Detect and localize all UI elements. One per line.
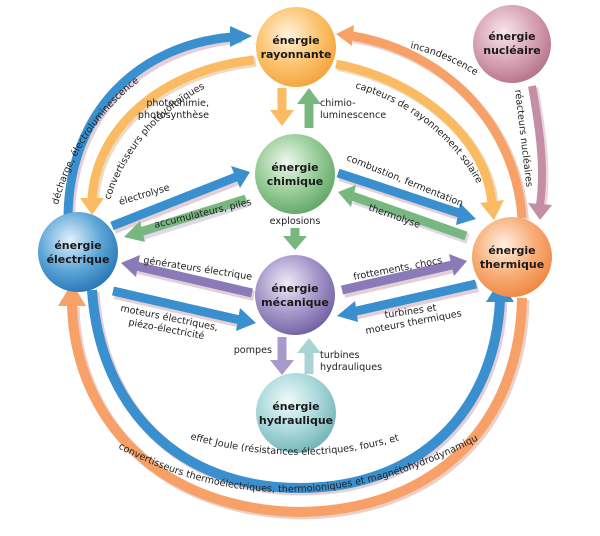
arrow-head: [283, 236, 307, 250]
arrow-shaft: [351, 279, 477, 317]
label-explosions: explosions: [270, 216, 321, 227]
arrow-head: [231, 166, 250, 188]
edge-photovoltaique: [80, 55, 257, 215]
node-electrique: énergie électrique: [38, 212, 118, 292]
label-turbines-hydrauliques-2: hydrauliques: [320, 362, 382, 373]
arrow-head: [528, 203, 552, 220]
arrow-head: [124, 221, 145, 242]
edge-chimioluminescence: [297, 88, 321, 128]
arrow-shaft: [138, 194, 248, 237]
node-hydraulique: énergie hydraulique: [256, 373, 336, 453]
label-chimio-2: luminescence: [320, 110, 386, 121]
arrow-shaft: [336, 168, 464, 219]
node-label-line1: énergie: [272, 400, 319, 413]
arrow-head: [456, 203, 476, 225]
edge-electrolyse: [110, 166, 250, 234]
label-turbines-hydrauliques-1: turbines: [320, 350, 360, 361]
arrow-head: [336, 25, 354, 46]
label-chimio-1: chimio-: [320, 98, 356, 109]
arrow-head: [270, 360, 294, 375]
arrow-shaft: [87, 289, 505, 494]
arrow-head: [449, 254, 467, 276]
arrow-head: [270, 110, 294, 126]
arrow-shaft: [111, 286, 242, 325]
arrow-head: [121, 255, 140, 277]
node-label-line1: énergie: [271, 282, 318, 295]
label-pompes: pompes: [234, 345, 272, 356]
node-label-line2: mécanique: [261, 296, 329, 309]
arrow-shaft: [67, 297, 527, 518]
edge-turbines-thermiques: [337, 279, 480, 322]
node-nucleaire: énergie nucléaire: [473, 5, 551, 83]
node-label-line2: électrique: [47, 253, 110, 266]
node-chimique: énergie chimique: [255, 134, 335, 214]
arrow-shaft: [134, 261, 254, 298]
label-photochimie-1: photochimie,: [146, 98, 209, 109]
arrow-head: [230, 26, 252, 47]
arrow-shaft: [341, 260, 453, 295]
node-label-line2: hydraulique: [259, 414, 333, 427]
edge-moteurs: [111, 286, 256, 331]
arrow-shaft: [63, 32, 233, 216]
edge-pompes: [270, 337, 294, 375]
node-label-line2: chimique: [267, 175, 324, 188]
node-label-line2: rayonnante: [261, 48, 332, 61]
arrow-head: [58, 283, 86, 306]
arrow-head: [338, 185, 356, 207]
arrow-head: [236, 308, 256, 331]
arrow-shaft: [335, 59, 497, 206]
arrow-shaft: [350, 191, 468, 241]
edge-thermolyse: [338, 185, 470, 244]
node-rayonnante: énergie rayonnante: [256, 7, 336, 87]
arrow-head: [480, 200, 504, 220]
edge-incandescence: [336, 25, 529, 221]
edge-photochimie: [270, 88, 294, 126]
arrow-head: [297, 88, 321, 104]
node-label-line1: énergie: [488, 244, 535, 257]
edge-accumulateurs: [124, 194, 250, 242]
node-thermique: énergie thermique: [472, 217, 552, 297]
node-label-line1: énergie: [488, 30, 535, 43]
edge-capteurs: [335, 59, 504, 220]
edge-frottements: [341, 254, 467, 298]
edge-convertisseurs-thermo: [58, 283, 530, 520]
arrow-shaft: [351, 31, 527, 219]
edge-reacteurs: [528, 85, 552, 220]
label-photochimie-2: photosynthèse: [138, 109, 209, 121]
arrow-shaft: [528, 85, 547, 206]
node-label-line2: thermique: [480, 258, 544, 271]
node-label-line1: énergie: [272, 34, 319, 47]
node-label-line1: énergie: [54, 239, 101, 252]
arrow-head: [80, 198, 104, 215]
edge-explosions: [283, 228, 307, 250]
edge-decharge: [63, 26, 252, 218]
node-label-line1: énergie: [271, 161, 318, 174]
arrow-head: [337, 301, 358, 322]
arrow-shaft: [110, 172, 238, 231]
node-label-line2: nucléaire: [483, 44, 541, 57]
node-mecanique: énergie mécanique: [255, 255, 335, 335]
arrow-head: [297, 338, 321, 353]
edge-generateurs: [121, 255, 256, 301]
edge-combustion: [336, 168, 476, 225]
arrow-shaft: [87, 55, 255, 201]
edge-turbines-hydrauliques: [297, 338, 321, 374]
